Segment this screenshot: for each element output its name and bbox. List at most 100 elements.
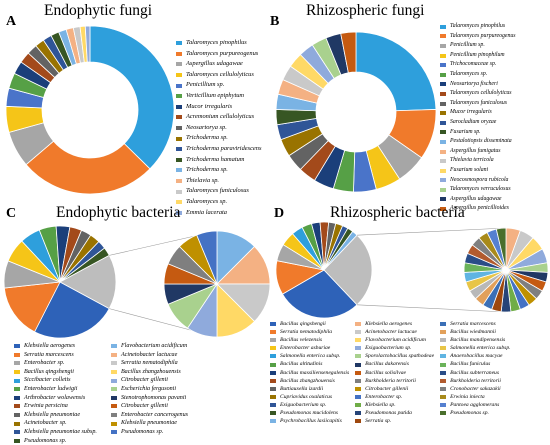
- legend-item: Sporolactobacillus spathodeae: [355, 352, 434, 360]
- legend-swatch: [440, 120, 446, 125]
- legend-swatch: [355, 330, 362, 335]
- legend-swatch: [355, 394, 362, 399]
- legend-label: Flavobacterium acidificum: [120, 343, 188, 349]
- legend-swatch: [355, 378, 362, 383]
- legend-label: Bacillus zhangzhouensis: [280, 377, 335, 384]
- legend-item: Talaromyces sp.: [176, 197, 261, 208]
- legend-label: Trichoderma paraviridescens: [186, 144, 262, 152]
- legend-label: Aspergillus udagawae: [450, 195, 502, 202]
- legend-swatch: [440, 378, 447, 383]
- donut-chart-rhizospheric-fungi: [275, 31, 437, 193]
- legend-swatch: [176, 62, 182, 67]
- legend-swatch: [176, 136, 182, 141]
- legend-item: Trichoderma sp.: [176, 133, 261, 144]
- legend-swatch: [110, 352, 117, 357]
- legend-label: Trichocomaceae sp.: [450, 61, 497, 68]
- legend-item: Bacillus massiliensenegalensis: [270, 369, 349, 377]
- legend-label: Pseudomonas sp.: [120, 428, 164, 435]
- legend-item: Cupriavidus oxalaticus: [270, 393, 349, 401]
- legend-item: Bacillus mandipensensis: [440, 336, 510, 344]
- rhizospheric-fungi-slice-19: [340, 31, 357, 74]
- legend-label: Pseudomonas mucidolens: [280, 410, 338, 417]
- legend-item: Bacillus velezensis: [270, 336, 349, 344]
- legend-item: Klebsiella pneumoniae: [110, 419, 188, 428]
- legend-swatch: [355, 338, 362, 343]
- legend-label: Talaromyces verruculosus: [450, 186, 511, 193]
- donut-chart-endophytic-fungi: [5, 25, 175, 195]
- legend-item: Bacillus zhangzhouensis: [270, 377, 349, 385]
- legend-swatch: [176, 179, 182, 184]
- legend-swatch: [440, 53, 446, 58]
- legend-swatch: [110, 344, 117, 349]
- rhizospheric-bacteria-connector-line-1: [357, 304, 507, 313]
- legend-swatch: [355, 346, 362, 351]
- rhizospheric-bacteria-slice-0: [281, 269, 358, 319]
- legend-swatch: [440, 178, 446, 183]
- legend-swatch: [176, 94, 182, 99]
- legend-label: Talaromyces pinophilus: [186, 39, 247, 46]
- legend-swatch: [440, 187, 446, 192]
- legend-item: Sarocladium oryzae: [440, 118, 516, 128]
- legend-item: Pseudomonas sp.: [14, 437, 97, 445]
- legend-label: Bacillus funiculus: [450, 361, 491, 368]
- legend-label: Fusarium sp.: [450, 128, 481, 135]
- legend-label: Serratia nematodiphila: [120, 360, 178, 367]
- legend-item: Bacillus zhangzhouensis: [110, 368, 188, 377]
- legend-label: Pseudomonas putida: [365, 410, 412, 417]
- legend-swatch: [440, 24, 446, 29]
- legend-swatch: [14, 370, 20, 375]
- legend-item: Exiguobacterium sp.: [355, 344, 434, 352]
- legend-swatch: [270, 322, 276, 327]
- legend-item: Enterobacter asburiae: [270, 344, 349, 352]
- legend-swatch: [270, 354, 276, 359]
- legend-swatch: [355, 419, 362, 424]
- legend-item: Emmia lacerata: [176, 208, 261, 219]
- legend-swatch: [176, 210, 182, 215]
- legend-swatch: [355, 411, 362, 416]
- chart-title-c: Endophytic bacteria: [56, 204, 181, 221]
- legend-label: Psychrobacillus lasiicapitis: [280, 418, 342, 425]
- legend-swatch: [440, 411, 447, 416]
- endophytic-fungi-slice-0: [89, 25, 175, 170]
- legend-swatch: [14, 430, 20, 435]
- legend-swatch: [270, 362, 276, 367]
- legend-swatch: [440, 197, 446, 202]
- legend-item: Serratia marcescens: [14, 351, 97, 360]
- legend-label: Bacillus qingshengii: [24, 368, 74, 375]
- legend-label: Bacillus velezensis: [280, 337, 323, 344]
- legend-label: Acinetobacter lactucae: [120, 351, 178, 358]
- legend-item: Talaromyces pinophilus: [176, 38, 261, 49]
- legend-label: Thielavia sp.: [186, 176, 220, 184]
- legend-label: Exiguobacterium sp.: [280, 401, 327, 408]
- legend-label: Talaromyces sp.: [186, 197, 228, 205]
- legend-swatch: [176, 189, 182, 194]
- legend-item: Arthrobacter wolawensis: [14, 394, 97, 403]
- legend-swatch: [440, 91, 446, 96]
- legend-item: Salmonella enterica subsp.: [440, 344, 511, 352]
- legend-item: Bacillus qingshengii: [270, 320, 349, 328]
- endophytic-bacteria-slice-1: [3, 281, 61, 333]
- legend-label: Mucor irregularis: [186, 102, 233, 110]
- legend-swatch: [440, 402, 447, 407]
- legend-label: Citrobacter gillenii: [120, 403, 168, 410]
- legend-label: Penicillium sp.: [450, 42, 485, 49]
- legend-label: Bacillus mandipensensis: [450, 337, 506, 344]
- legend-item: Bacillus funiculus: [440, 360, 510, 368]
- chart-title-b: Rhizospheric fungi: [306, 2, 425, 19]
- legend-swatch: [355, 322, 362, 327]
- chart-title-a: Endophytic fungi: [44, 2, 153, 19]
- legend-label: Pestalotiopsis disseminata: [450, 138, 512, 145]
- legend-swatch: [176, 115, 182, 120]
- legend-item: Pseudomonas mucidolens: [270, 409, 349, 417]
- legend-label: Aspergillus fumigatus: [450, 147, 501, 154]
- rhizospheric-bacteria-other-wedge: [323, 234, 373, 306]
- legend-swatch: [270, 386, 276, 391]
- legend-label: Pseudomonas sp.: [450, 410, 489, 417]
- legend-item: Trichoderma paraviridescens: [176, 144, 261, 155]
- legend-item: Salmonella enterica subsp.: [270, 352, 349, 360]
- legend-item: Anaerobacillus macyae: [440, 352, 510, 360]
- pie-of-pie-chart-endophytic-bacteria: [3, 225, 271, 339]
- legend-item: Citrobacter gillenii: [355, 385, 434, 393]
